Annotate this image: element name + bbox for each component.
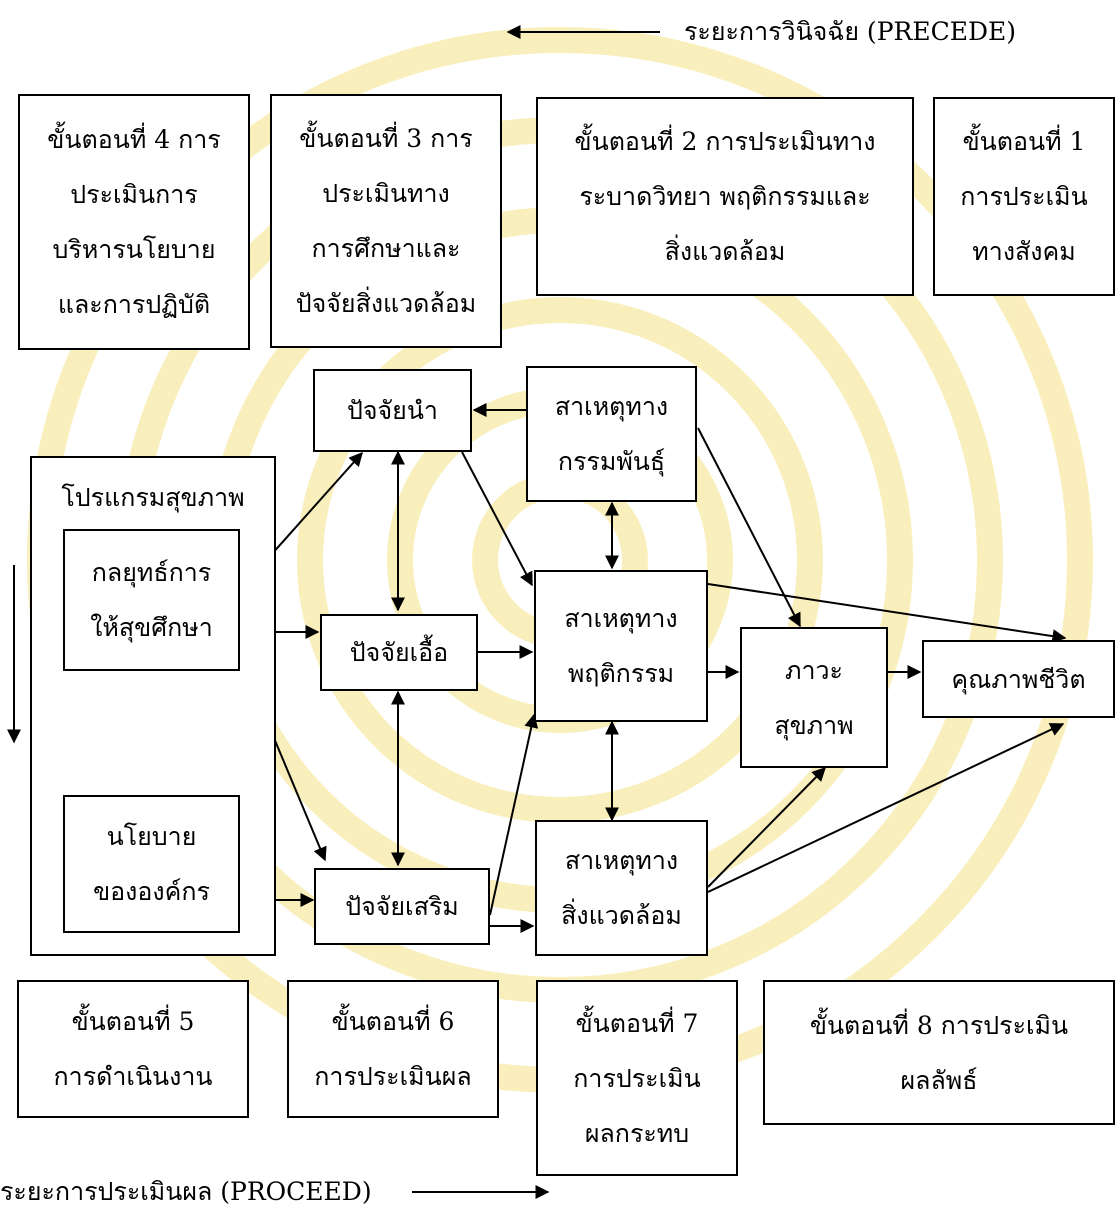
predisposing-factor-label: ปัจจัยนำ (347, 396, 438, 425)
health-program-title: โปรแกรมสุขภาพ (61, 483, 245, 512)
phase-3-line-2: ประเมินทาง (322, 179, 450, 208)
education-strategy-line-2: ให้สุขศึกษา (90, 613, 213, 642)
phase-5-line-1: ขั้นตอนที่ 5 (71, 1007, 195, 1036)
phase-7-line-3: ผลกระทบ (584, 1118, 690, 1148)
phase-7-line-1: ขั้นตอนที่ 7 (575, 1008, 699, 1038)
behavioral-cause-line-1: สาเหตุทาง (564, 604, 678, 633)
genetic-cause-line-2: กรรมพันธุ์ (557, 447, 666, 476)
phase-7-line-2: การประเมิน (573, 1063, 701, 1093)
predisposing-factor-box: ปัจจัยนำ (313, 369, 472, 452)
behavioral-cause-line-2: พฤติกรรม (567, 659, 675, 688)
phase-4-box: ขั้นตอนที่ 4 การ ประเมินการ บริหารนโยบาย… (18, 94, 250, 350)
enabling-factor-label: ปัจจัยเอื้อ (349, 638, 449, 667)
edge-behavioral-to-qol (707, 583, 1067, 644)
enabling-factor-box: ปัจจัยเอื้อ (320, 614, 478, 691)
reinforcing-factor-box: ปัจจัยเสริม (314, 868, 490, 945)
environmental-cause-line-1: สาเหตุทาง (564, 846, 679, 875)
phase-4-line-4: และการปฏิบัติ (57, 290, 211, 319)
precede-label: ระยะการวินิจฉัย (PRECEDE) (684, 17, 1017, 46)
genetic-cause-line-1: สาเหตุทาง (554, 392, 669, 421)
edge-reinforcing-to-behavioral (489, 713, 539, 916)
phase-2-line-3: สิ่งแวดล้อม (664, 237, 786, 266)
phase-8-line-2: ผลลัพธ์ (900, 1065, 978, 1095)
phase-1-line-3: ทางสังคม (972, 237, 1076, 266)
phase-4-line-3: บริหารนโยบาย (52, 235, 216, 264)
phase-3-line-1: ขั้นตอนที่ 3 การ (299, 124, 473, 153)
phase-6-line-1: ขั้นตอนที่ 6 (331, 1007, 455, 1036)
phase-6-line-2: การประเมินผล (314, 1062, 472, 1091)
health-status-line-2: สุขภาพ (774, 710, 854, 740)
health-status-line-1: ภาวะ (785, 655, 843, 685)
quality-of-life-box: คุณภาพชีวิต (922, 640, 1115, 718)
behavioral-cause-box: สาเหตุทาง พฤติกรรม (534, 570, 708, 722)
edge-environmental-to-qol (707, 723, 1065, 893)
genetic-cause-box: สาเหตุทาง กรรมพันธุ์ (526, 366, 697, 502)
phase-4-line-2: ประเมินการ (70, 180, 198, 209)
phase-8-line-1: ขั้นตอนที่ 8 การประเมิน (809, 1010, 1069, 1040)
org-policy-box: นโยบาย ขององค์กร (63, 795, 240, 933)
education-strategy-box: กลยุทธ์การ ให้สุขศึกษา (63, 529, 240, 671)
phase-2-box: ขั้นตอนที่ 2 การประเมินทาง ระบาดวิทยา พฤ… (536, 97, 914, 296)
quality-of-life-label: คุณภาพชีวิต (951, 664, 1086, 694)
org-policy-line-1: นโยบาย (106, 822, 197, 851)
phase-7-box: ขั้นตอนที่ 7 การประเมิน ผลกระทบ (536, 980, 738, 1176)
edge-genetic-to-health (697, 427, 801, 628)
health-status-box: ภาวะ สุขภาพ (740, 627, 888, 768)
environmental-cause-line-2: สิ่งแวดล้อม (561, 901, 682, 930)
org-policy-line-2: ขององค์กร (93, 877, 210, 906)
phase-5-line-2: การดำเนินงาน (53, 1062, 213, 1091)
proceed-label: ระยะการประเมินผล (PROCEED) (0, 1177, 372, 1206)
phase-1-line-1: ขั้นตอนที่ 1 (962, 127, 1086, 156)
reinforcing-factor-label: ปัจจัยเสริม (345, 892, 459, 921)
phase-3-line-4: ปัจจัยสิ่งแวดล้อม (295, 289, 477, 318)
education-strategy-line-1: กลยุทธ์การ (91, 558, 212, 587)
phase-6-box: ขั้นตอนที่ 6 การประเมินผล (287, 980, 499, 1118)
phase-2-line-1: ขั้นตอนที่ 2 การประเมินทาง (574, 127, 876, 156)
phase-4-line-1: ขั้นตอนที่ 4 การ (47, 125, 221, 154)
edge-environmental-to-health (707, 767, 826, 888)
phase-3-line-3: การศึกษาและ (311, 234, 461, 263)
phase-1-box: ขั้นตอนที่ 1 การประเมิน ทางสังคม (933, 97, 1115, 296)
phase-1-line-2: การประเมิน (960, 182, 1088, 211)
phase-8-box: ขั้นตอนที่ 8 การประเมิน ผลลัพธ์ (763, 980, 1115, 1125)
environmental-cause-box: สาเหตุทาง สิ่งแวดล้อม (535, 820, 708, 956)
phase-2-line-2: ระบาดวิทยา พฤติกรรมและ (579, 182, 871, 211)
phase-3-box: ขั้นตอนที่ 3 การ ประเมินทาง การศึกษาและ … (270, 94, 502, 348)
edge-predisposing-to-behavioral (461, 451, 533, 587)
phase-5-box: ขั้นตอนที่ 5 การดำเนินงาน (17, 980, 249, 1118)
